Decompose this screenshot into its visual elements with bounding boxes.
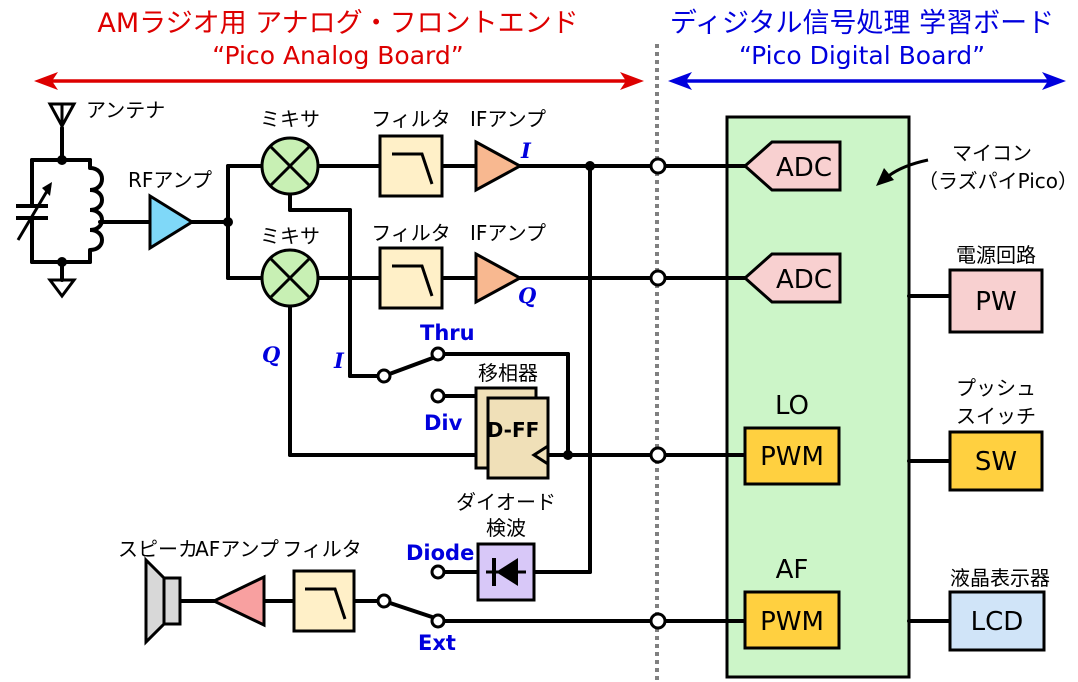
af-amp-label: AFアンプ xyxy=(195,537,279,561)
if-amp-top-label: IFアンプ xyxy=(470,107,546,131)
lcd-label: LCD xyxy=(971,607,1024,637)
filter-af-icon xyxy=(292,569,356,633)
dff-label: D-FF xyxy=(487,418,540,442)
if-amp-bottom-label: IFアンプ xyxy=(470,221,546,245)
junction-dots xyxy=(57,155,595,460)
filter-bottom-label: フィルタ xyxy=(371,221,451,245)
pwm-lo-label: PWM xyxy=(760,442,824,472)
digital-title: ディジタル信号処理 学習ボード xyxy=(670,8,1054,39)
q-output-label: Q xyxy=(518,283,536,308)
diode-detector-label-2: 検波 xyxy=(486,516,526,540)
switch-terminals xyxy=(376,346,446,629)
adc-bottom-icon xyxy=(742,252,842,304)
mcu-pointer-arrow xyxy=(876,158,929,186)
filter-bottom-icon xyxy=(378,246,444,310)
filter-af-label: フィルタ xyxy=(282,537,362,561)
analog-title: AMラジオ用 アナログ・フロントエンド xyxy=(97,8,578,39)
mixer-top-label: ミキサ xyxy=(260,107,320,131)
rf-amp-icon xyxy=(148,193,195,251)
analog-subtitle: “Pico Analog Board” xyxy=(212,41,463,70)
adc-top-label: ADC xyxy=(776,153,832,183)
antenna-icon xyxy=(47,102,77,130)
diode-detector-label-1: ダイオード xyxy=(456,490,556,514)
q-input-label: Q xyxy=(262,342,280,367)
pw-label: PW xyxy=(975,287,1016,317)
lo-label: LO xyxy=(775,391,809,421)
mixer-bottom-label: ミキサ xyxy=(260,224,320,248)
af-label: AF xyxy=(776,555,809,585)
ground-icon xyxy=(47,278,77,299)
mcu-sublabel: （ラズパイPico） xyxy=(918,169,1078,193)
filter-top-label: フィルタ xyxy=(371,107,451,131)
div-label: Div xyxy=(424,411,463,435)
mcu-board xyxy=(725,115,911,679)
push-switch-title-1: プッシュ xyxy=(956,376,1036,400)
push-switch-title-2: スイッチ xyxy=(956,404,1036,428)
diode-icon xyxy=(476,542,536,602)
if-amp-bottom-icon xyxy=(474,251,524,305)
lcd-title: 液晶表示器 xyxy=(950,566,1050,590)
antenna-label: アンテナ xyxy=(86,98,165,122)
coil-icon xyxy=(89,166,104,252)
pwm-af-label: PWM xyxy=(760,607,824,637)
speaker-label: スピーカ xyxy=(118,537,198,561)
i-output-label: I xyxy=(520,138,532,163)
dff-icon xyxy=(474,386,550,480)
mcu-label: マイコン xyxy=(952,141,1032,165)
rf-amp-label: RFアンプ xyxy=(128,168,212,192)
filter-top-icon xyxy=(378,134,444,198)
phase-shifter-label: 移相器 xyxy=(478,361,538,385)
pw-block xyxy=(948,268,1044,334)
pwm-lo-block xyxy=(743,426,841,486)
analog-span-arrow xyxy=(34,72,644,90)
adc-bottom-label: ADC xyxy=(776,265,832,295)
speaker-icon xyxy=(144,556,182,646)
mixer-top-icon xyxy=(260,136,320,196)
adc-top-icon xyxy=(742,140,842,192)
i-input-label: I xyxy=(333,348,345,373)
board-connectors xyxy=(649,157,667,630)
variable-capacitor-icon xyxy=(16,182,52,241)
pwm-af-block xyxy=(743,590,841,650)
mixer-bottom-icon xyxy=(260,248,320,308)
sw-block xyxy=(948,430,1044,492)
diode-label: Diode xyxy=(406,541,474,565)
power-title: 電源回路 xyxy=(956,243,1036,267)
ext-label: Ext xyxy=(418,631,456,655)
digital-span-arrow xyxy=(668,72,1066,90)
thru-label: Thru xyxy=(420,321,475,345)
af-amp-icon xyxy=(210,574,266,628)
sw-label: SW xyxy=(975,447,1017,477)
digital-subtitle: “Pico Digital Board” xyxy=(739,41,985,70)
lcd-block xyxy=(948,590,1046,652)
if-amp-top-icon xyxy=(474,139,524,193)
